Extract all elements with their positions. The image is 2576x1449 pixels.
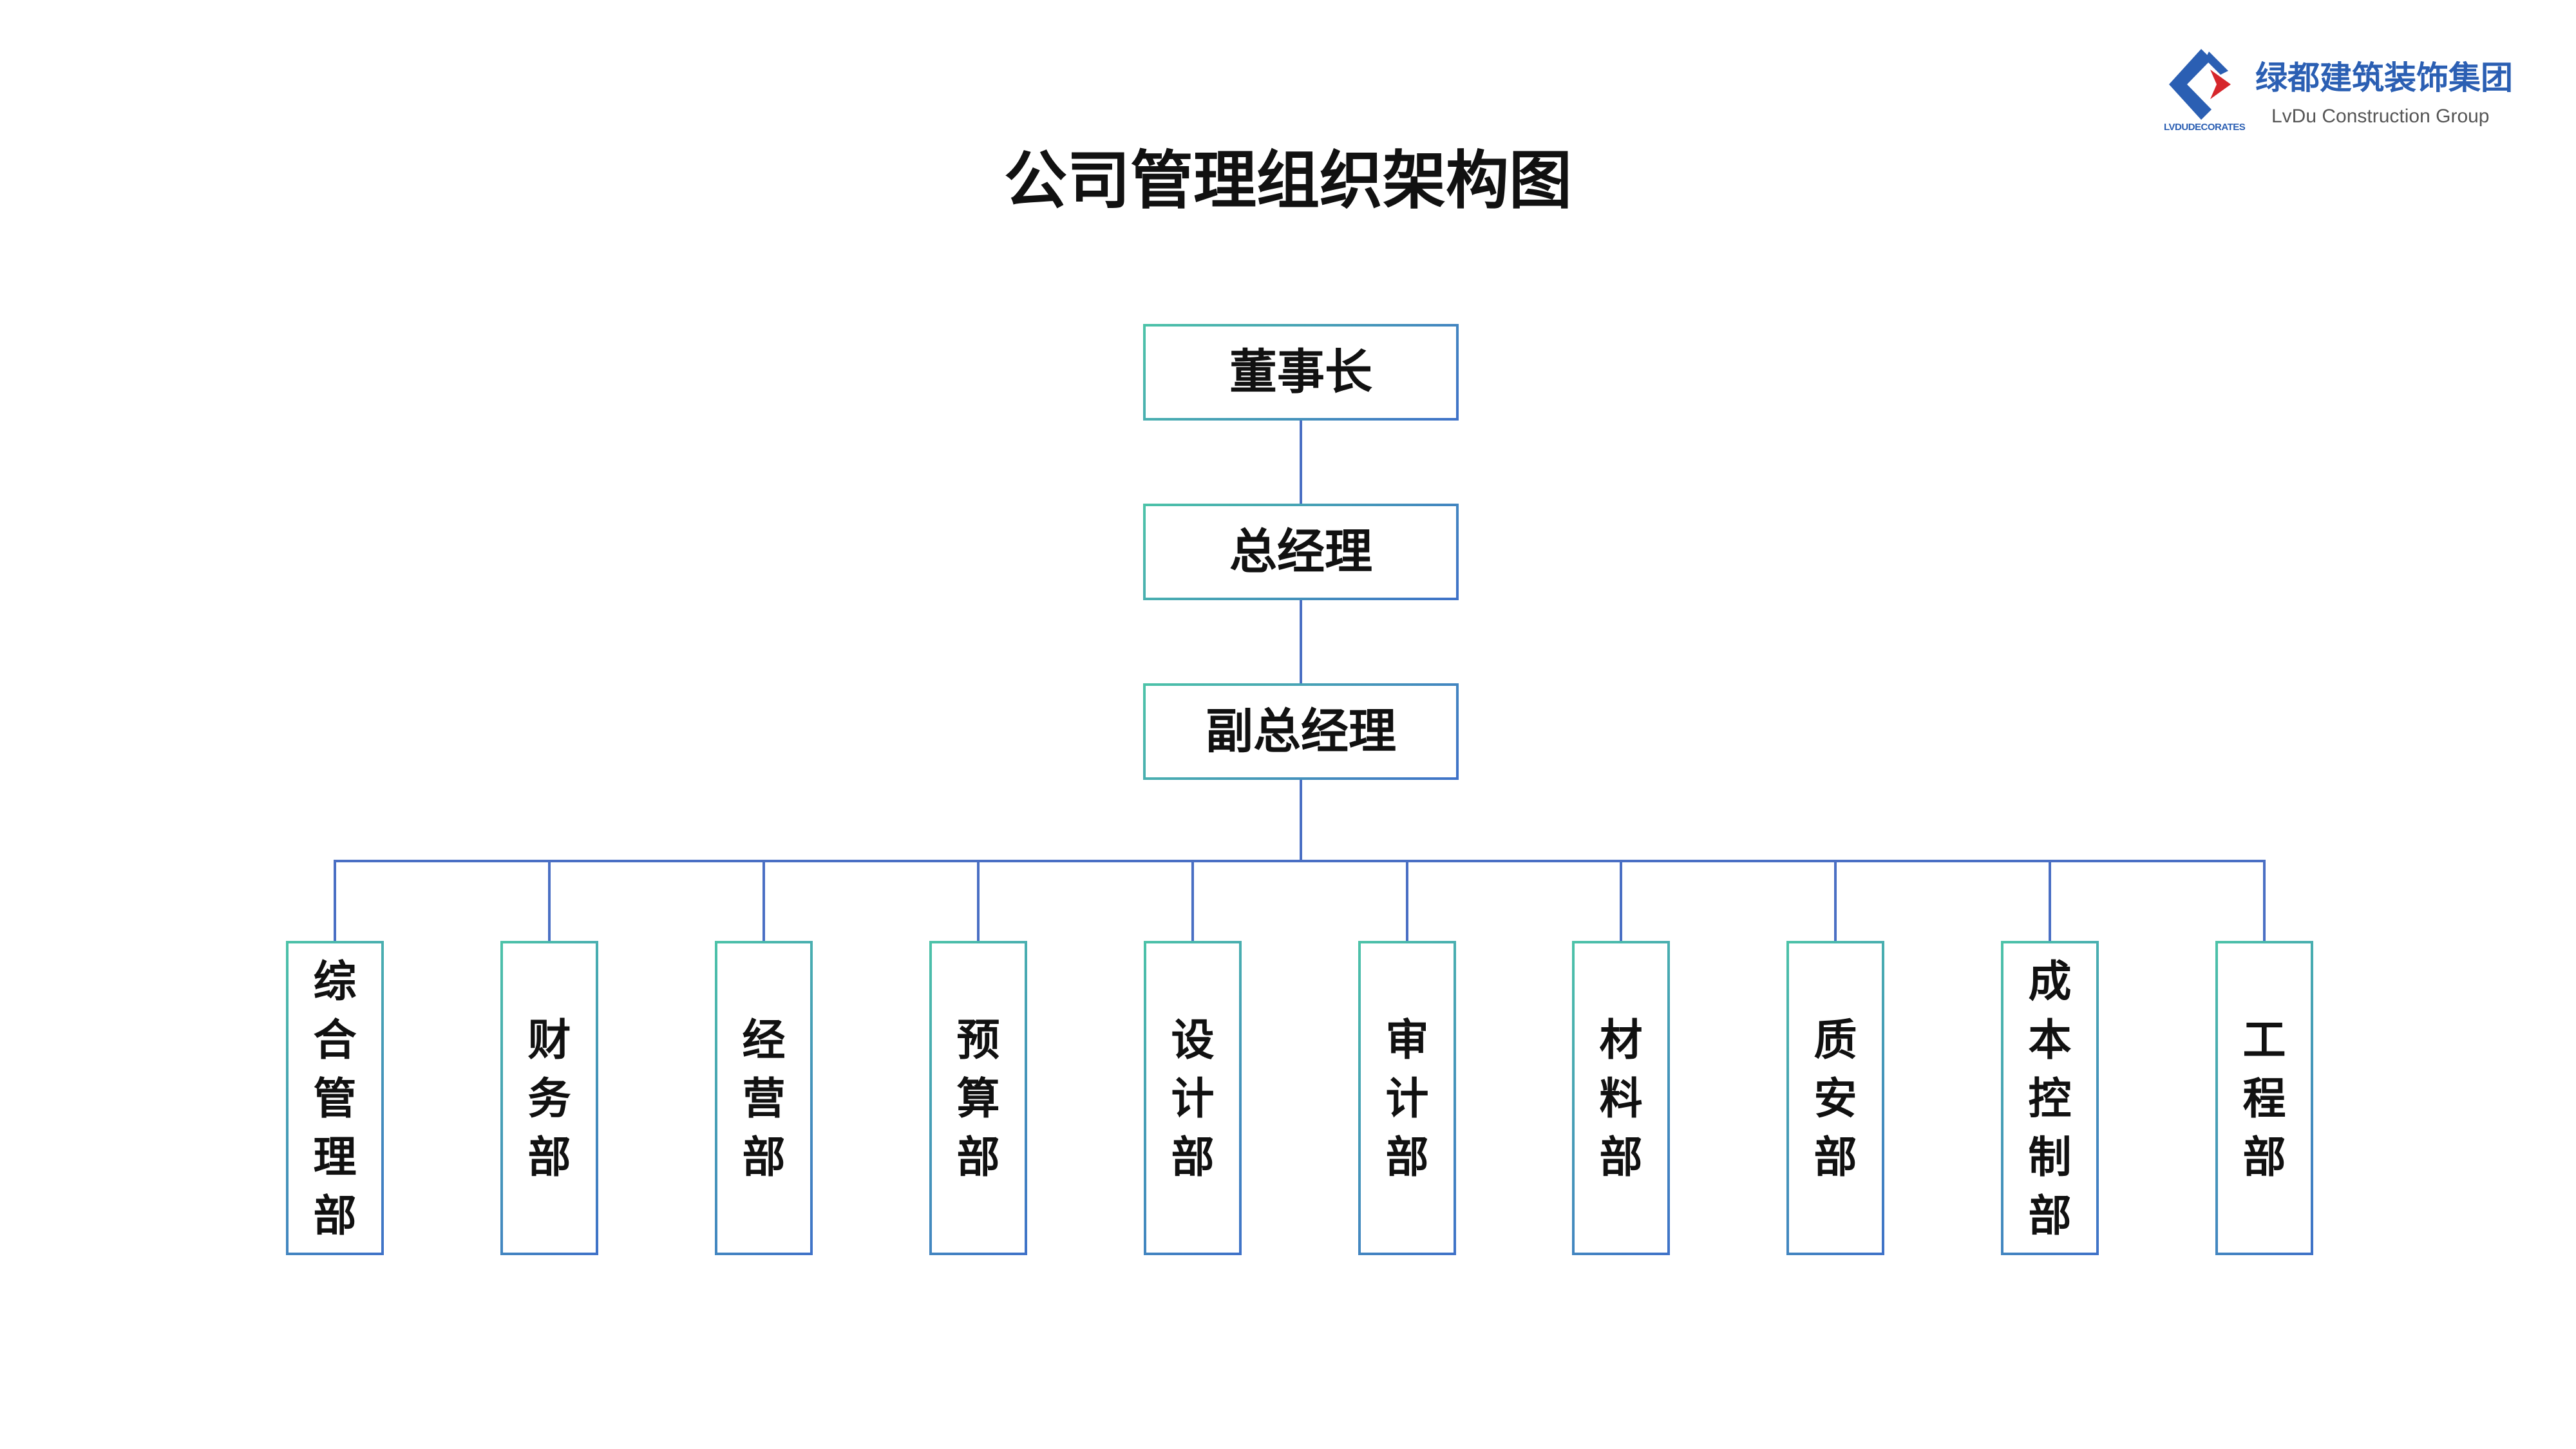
node-chairman-label: 董事长 bbox=[1229, 345, 1372, 400]
logo-mark-text: LVDUDECORATES bbox=[2164, 122, 2246, 133]
dept-node-1: 综合管理部 bbox=[286, 941, 384, 1255]
dept-node-10: 工程部 bbox=[2215, 941, 2313, 1255]
logo-red-chevron bbox=[2210, 70, 2231, 99]
dept-label: 综合管理部 bbox=[313, 955, 357, 1241]
dept-label: 设计部 bbox=[1171, 1014, 1215, 1182]
logo-company-name-en: LvDu Construction Group bbox=[2271, 106, 2490, 127]
dept-node-5: 设计部 bbox=[1144, 941, 1242, 1255]
dept-label: 审计部 bbox=[1385, 1014, 1429, 1182]
node-general-manager-label: 总经理 bbox=[1229, 524, 1372, 580]
company-logo: LVDUDECORATES 绿都建筑装饰集团 LvDu Construction… bbox=[2164, 49, 2524, 139]
dept-label: 质安部 bbox=[1814, 1014, 1857, 1182]
dept-node-4: 预算部 bbox=[929, 941, 1027, 1255]
logo-company-name-cn: 绿都建筑装饰集团 bbox=[2255, 60, 2513, 96]
dept-label: 成本控制部 bbox=[2028, 955, 2072, 1241]
dept-label: 经营部 bbox=[742, 1014, 786, 1182]
dept-node-8: 质安部 bbox=[1786, 941, 1884, 1255]
node-general-manager: 总经理 bbox=[1143, 504, 1459, 600]
dept-node-7: 材料部 bbox=[1572, 941, 1670, 1255]
node-deputy-general-manager-label: 副总经理 bbox=[1206, 704, 1396, 759]
page-title: 公司管理组织架构图 bbox=[1003, 144, 1572, 218]
dept-label: 预算部 bbox=[956, 1014, 1000, 1182]
dept-label: 工程部 bbox=[2242, 1014, 2286, 1182]
dept-label: 财务部 bbox=[527, 1014, 571, 1182]
logo-blue-top-wedge bbox=[2205, 52, 2228, 75]
logo-blue-chevron bbox=[2169, 49, 2211, 120]
dept-node-9: 成本控制部 bbox=[2001, 941, 2099, 1255]
node-chairman: 董事长 bbox=[1143, 324, 1459, 421]
dept-node-2: 财务部 bbox=[500, 941, 598, 1255]
dept-node-3: 经营部 bbox=[715, 941, 813, 1255]
dept-node-6: 审计部 bbox=[1358, 941, 1456, 1255]
node-deputy-general-manager: 副总经理 bbox=[1143, 683, 1459, 780]
dept-label: 材料部 bbox=[1599, 1014, 1643, 1182]
lvdu-diamond-chevron-icon bbox=[2169, 49, 2231, 120]
